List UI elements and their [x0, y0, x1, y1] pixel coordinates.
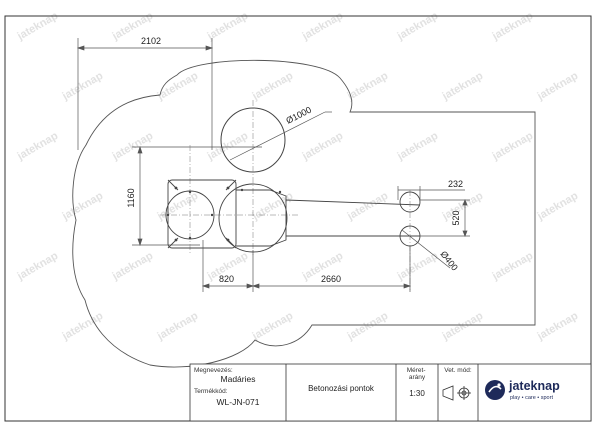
dim-label-1160: 1160 [126, 188, 136, 207]
scale-label: Méret- arány [407, 367, 428, 381]
watermark-text: jateknap [440, 310, 486, 343]
watermark-text: jateknap [535, 70, 581, 103]
watermark-text: jateknap [345, 190, 391, 223]
brand-name: jateknap [508, 379, 560, 393]
watermark-text: jateknap [490, 250, 536, 283]
watermark-text: jateknap [395, 10, 441, 43]
dim-height-left [132, 145, 262, 247]
dim-label-520: 520 [451, 210, 461, 225]
watermark-text: jateknap [440, 190, 486, 223]
safety-zone-outline [72, 59, 536, 368]
watermark-text: jateknap [250, 70, 296, 103]
watermark-text: jateknap [205, 10, 251, 43]
watermark-text: jateknap [155, 310, 201, 343]
watermark-text: jateknap [250, 310, 296, 343]
dim-circle-top [229, 111, 332, 161]
watermark-text: jateknap [60, 70, 106, 103]
watermark-text: jateknap [300, 10, 346, 43]
dim-label-d400: Ø400 [438, 249, 459, 273]
dim-post-diameter [401, 229, 451, 269]
watermark-text: jateknap [110, 130, 156, 163]
dim-post-spacing [397, 186, 465, 200]
bolt-markers [166, 186, 282, 242]
watermark-text: jateknap [535, 310, 581, 343]
dim-label-2102: 2102 [141, 36, 161, 46]
watermark-text: jateknap [395, 130, 441, 163]
product-code-value: WL-JN-071 [217, 397, 260, 407]
watermark-text: jateknap [490, 10, 536, 43]
watermark-text: jateknap [440, 70, 486, 103]
scale-value: 1:30 [409, 389, 425, 398]
watermark-text: jateknap [535, 190, 581, 223]
product-code-label: Termékkód: [194, 388, 228, 395]
dim-overall-width [76, 38, 214, 150]
watermark-text: jateknap [110, 250, 156, 283]
watermark-text: jateknap [345, 310, 391, 343]
dim-post-height [420, 199, 470, 237]
dim-label-2660: 2660 [321, 274, 341, 284]
watermark-text: jateknap [205, 130, 251, 163]
title-block [189, 363, 592, 422]
watermark-text: jateknap [60, 190, 106, 223]
watermark-text: jateknap [60, 310, 106, 343]
name-label: Megnevezés: [194, 367, 233, 374]
dim-label-d1000: Ø1000 [284, 105, 313, 126]
projection-symbol-icon [442, 385, 471, 401]
watermark-text: jateknap [15, 130, 61, 163]
dim-bottom [201, 240, 412, 292]
watermark-text: jateknap [15, 250, 61, 283]
dim-label-232: 232 [448, 179, 463, 189]
dim-label-820: 820 [219, 274, 234, 284]
center-lines [160, 100, 300, 255]
watermark-text: jateknap [250, 190, 296, 223]
watermark-text: jateknap [490, 130, 536, 163]
projection-label: Vet. mód: [444, 367, 472, 374]
brand-logo-icon [485, 380, 505, 400]
drawing-title: Betonozási pontok [308, 384, 375, 393]
name-value: Madáries [221, 374, 256, 384]
watermark-text: jateknap [300, 130, 346, 163]
watermark-text: jateknap [15, 10, 61, 43]
brand-tagline: play • care • sport [510, 395, 553, 401]
